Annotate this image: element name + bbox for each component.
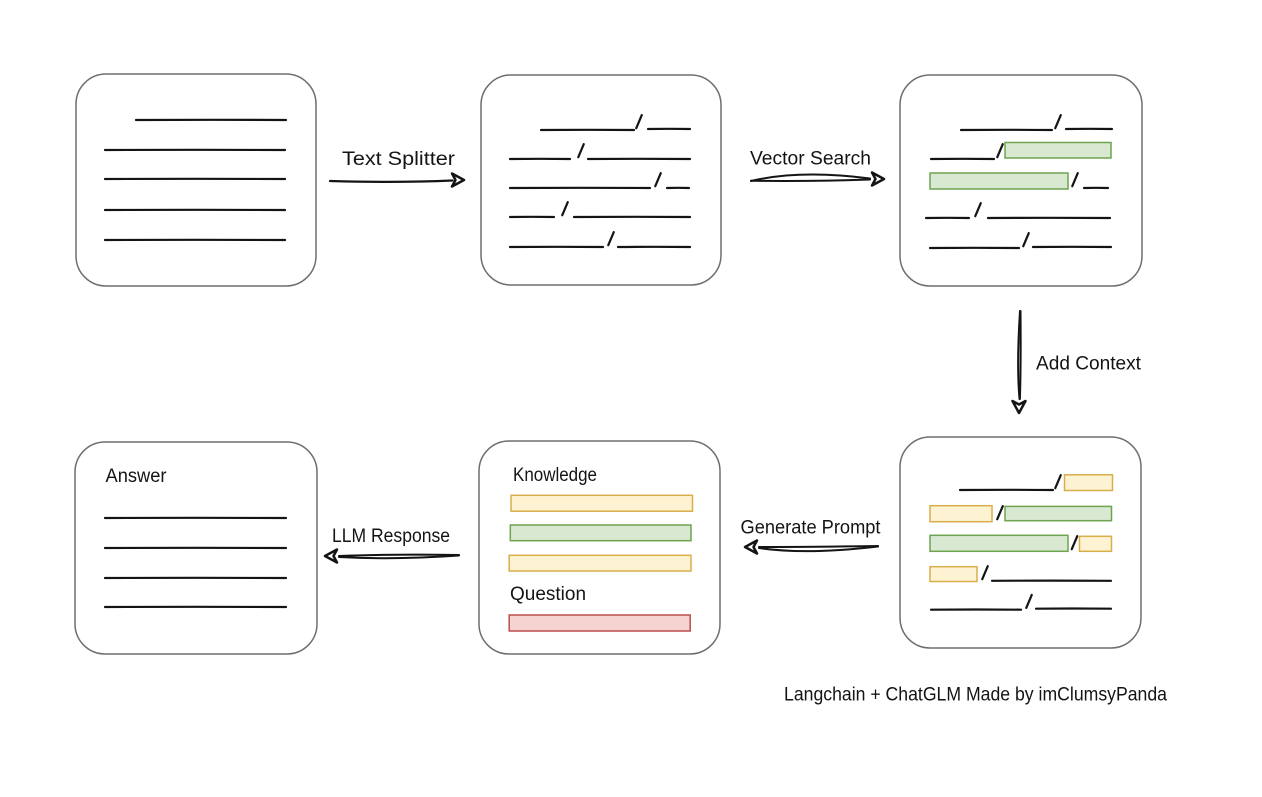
svg-text:Add Context: Add Context bbox=[1036, 354, 1142, 375]
svg-text:Langchain + ChatGLM Made by im: Langchain + ChatGLM Made by imClumsyPand… bbox=[784, 685, 1167, 706]
svg-text:Question: Question bbox=[510, 584, 586, 605]
svg-text:Generate Prompt: Generate Prompt bbox=[741, 518, 882, 539]
svg-text:Answer: Answer bbox=[106, 466, 168, 487]
svg-text:Text Splitter: Text Splitter bbox=[342, 149, 456, 170]
svg-text:Vector Search: Vector Search bbox=[750, 149, 871, 170]
svg-text:Knowledge: Knowledge bbox=[513, 465, 597, 486]
svg-text:LLM Response: LLM Response bbox=[332, 526, 450, 547]
